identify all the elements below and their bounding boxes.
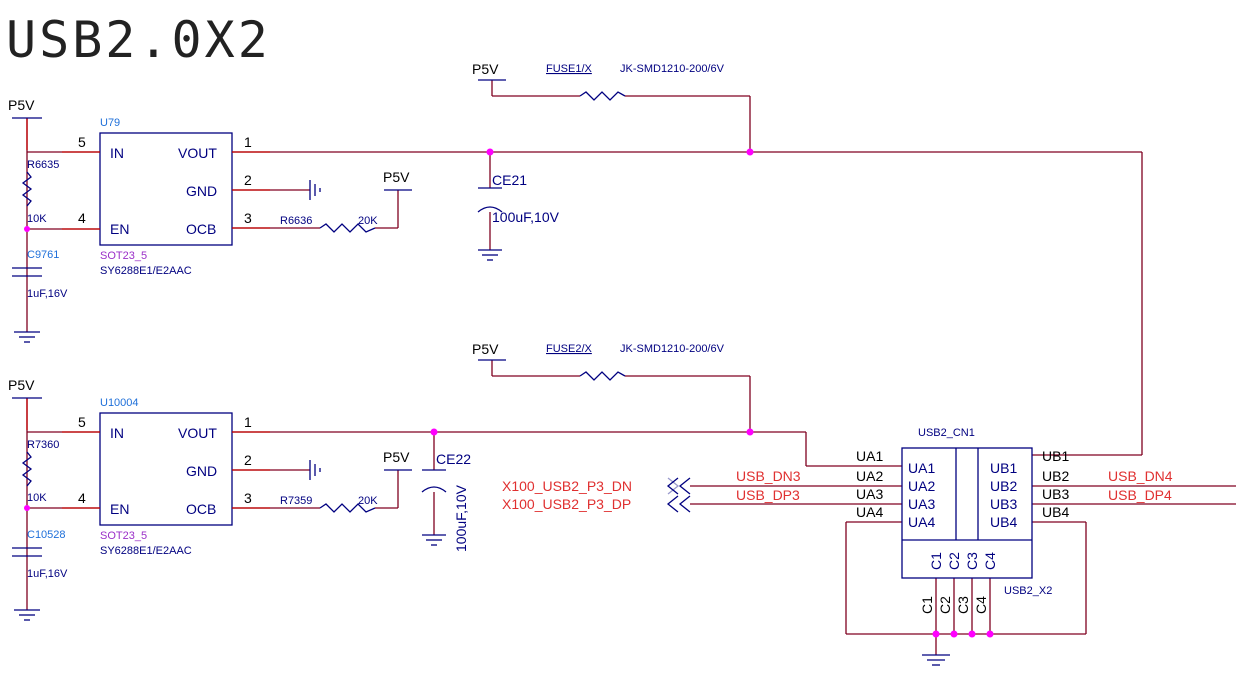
cn-pin-ua4: UA4 [908, 514, 935, 530]
c9761-value: 1uF,16V [27, 288, 68, 300]
net-usb-dn4: USB_DN4 [1108, 468, 1173, 484]
p5v-label-fuse2: P5V [472, 341, 499, 357]
fuse1-part: JK-SMD1210-200/6V [620, 63, 725, 75]
r6636-value: 20K [358, 215, 378, 227]
connector-part: USB2_X2 [1004, 585, 1052, 597]
u79-body [99, 132, 233, 246]
cn-outer-ua3: UA3 [856, 486, 883, 502]
r7359-ref: R7359 [280, 495, 312, 507]
u10004-pin-gnd: GND [186, 463, 217, 479]
u79-pin-gnd: GND [186, 183, 217, 199]
cn-pin-c2: C2 [946, 552, 962, 570]
r6635-value: 10K [27, 213, 47, 225]
cn-outer-c2: C2 [937, 596, 953, 614]
cn-pin-c3: C3 [964, 552, 980, 570]
cn-outer-c4: C4 [973, 596, 989, 614]
cn-pin-ua3: UA3 [908, 496, 935, 512]
u79-pinnum-2: 2 [244, 172, 252, 188]
ce22-ref: CE22 [436, 451, 471, 467]
c9761-ref: C9761 [27, 249, 59, 261]
cn-pin-ua2: UA2 [908, 478, 935, 494]
r7360-ref: R7360 [27, 439, 59, 451]
u79-pinnum-1: 1 [244, 134, 252, 150]
u10004-pin-ocb: OCB [186, 501, 216, 517]
p5v-label-r7359: P5V [383, 449, 410, 465]
cn-outer-ub4: UB4 [1042, 504, 1069, 520]
page-title: USB2.0X2 [6, 11, 271, 69]
u10004-pin-in: IN [110, 425, 124, 441]
net-x100-dn: X100_USB2_P3_DN [502, 478, 632, 494]
u10004-body [99, 412, 233, 526]
net-usb-dp3: USB_DP3 [736, 487, 800, 503]
cn-outer-ub3: UB3 [1042, 486, 1069, 502]
u79-package: SOT23_5 [100, 250, 147, 262]
u79-pinnum-5: 5 [78, 134, 86, 150]
u10004-pinnum-5: 5 [78, 414, 86, 430]
cn-pin-ub4: UB4 [990, 514, 1017, 530]
u79-part: SY6288E1/E2AAC [100, 265, 192, 277]
net-usb-dn3: USB_DN3 [736, 468, 801, 484]
cn-outer-ua1: UA1 [856, 448, 883, 464]
u79-pinnum-3: 3 [244, 210, 252, 226]
p5v-label-fuse1: P5V [472, 61, 499, 77]
u10004-pinnum-2: 2 [244, 452, 252, 468]
usb2-cn1-body [901, 447, 1033, 579]
fuse2-ref: FUSE2/X [546, 343, 593, 355]
u10004-pin-vout: VOUT [178, 425, 217, 441]
u79-pinnum-4: 4 [78, 210, 86, 226]
cn-pin-c1: C1 [928, 552, 944, 570]
ce22-value: 100uF,10V [453, 484, 469, 552]
u79-pin-en: EN [110, 221, 129, 237]
u79-pin-vout: VOUT [178, 145, 217, 161]
cn-pin-ub2: UB2 [990, 478, 1017, 494]
cn-outer-ub1: UB1 [1042, 448, 1069, 464]
r6635-ref: R6635 [27, 159, 59, 171]
u10004-ref: U10004 [100, 397, 139, 409]
u10004-pinnum-1: 1 [244, 414, 252, 430]
ce21-value: 100uF,10V [492, 209, 560, 225]
connector-ref: USB2_CN1 [918, 427, 975, 439]
cn-pin-ub3: UB3 [990, 496, 1017, 512]
cn-outer-ua2: UA2 [856, 468, 883, 484]
p5v-label-u10004: P5V [8, 377, 35, 393]
cn-outer-ua4: UA4 [856, 504, 883, 520]
net-usb-dp4: USB_DP4 [1108, 487, 1172, 503]
r6636-ref: R6636 [280, 215, 312, 227]
cn-pin-ub1: UB1 [990, 460, 1017, 476]
u10004-part: SY6288E1/E2AAC [100, 545, 192, 557]
cn-pin-ua1: UA1 [908, 460, 935, 476]
u79-pin-in: IN [110, 145, 124, 161]
fuse1-ref: FUSE1/X [546, 63, 593, 75]
cn-outer-ub2: UB2 [1042, 468, 1069, 484]
cn-outer-c1: C1 [919, 596, 935, 614]
r7360-value: 10K [27, 492, 47, 504]
u10004-pinnum-4: 4 [78, 490, 86, 506]
p5v-label-r6636: P5V [383, 169, 410, 185]
cn-outer-c3: C3 [955, 596, 971, 614]
ce21-ref: CE21 [492, 172, 527, 188]
cn-pin-c4: C4 [982, 552, 998, 570]
c10528-ref: C10528 [27, 529, 66, 541]
u10004-package: SOT23_5 [100, 530, 147, 542]
c10528-value: 1uF,16V [27, 568, 68, 580]
u10004-pinnum-3: 3 [244, 490, 252, 506]
u10004-pin-en: EN [110, 501, 129, 517]
u79-pin-ocb: OCB [186, 221, 216, 237]
p5v-label-u79: P5V [8, 97, 35, 113]
fuse2-part: JK-SMD1210-200/6V [620, 343, 725, 355]
r7359-value: 20K [358, 495, 378, 507]
net-x100-dp: X100_USB2_P3_DP [502, 496, 631, 512]
u79-ref: U79 [100, 117, 120, 129]
